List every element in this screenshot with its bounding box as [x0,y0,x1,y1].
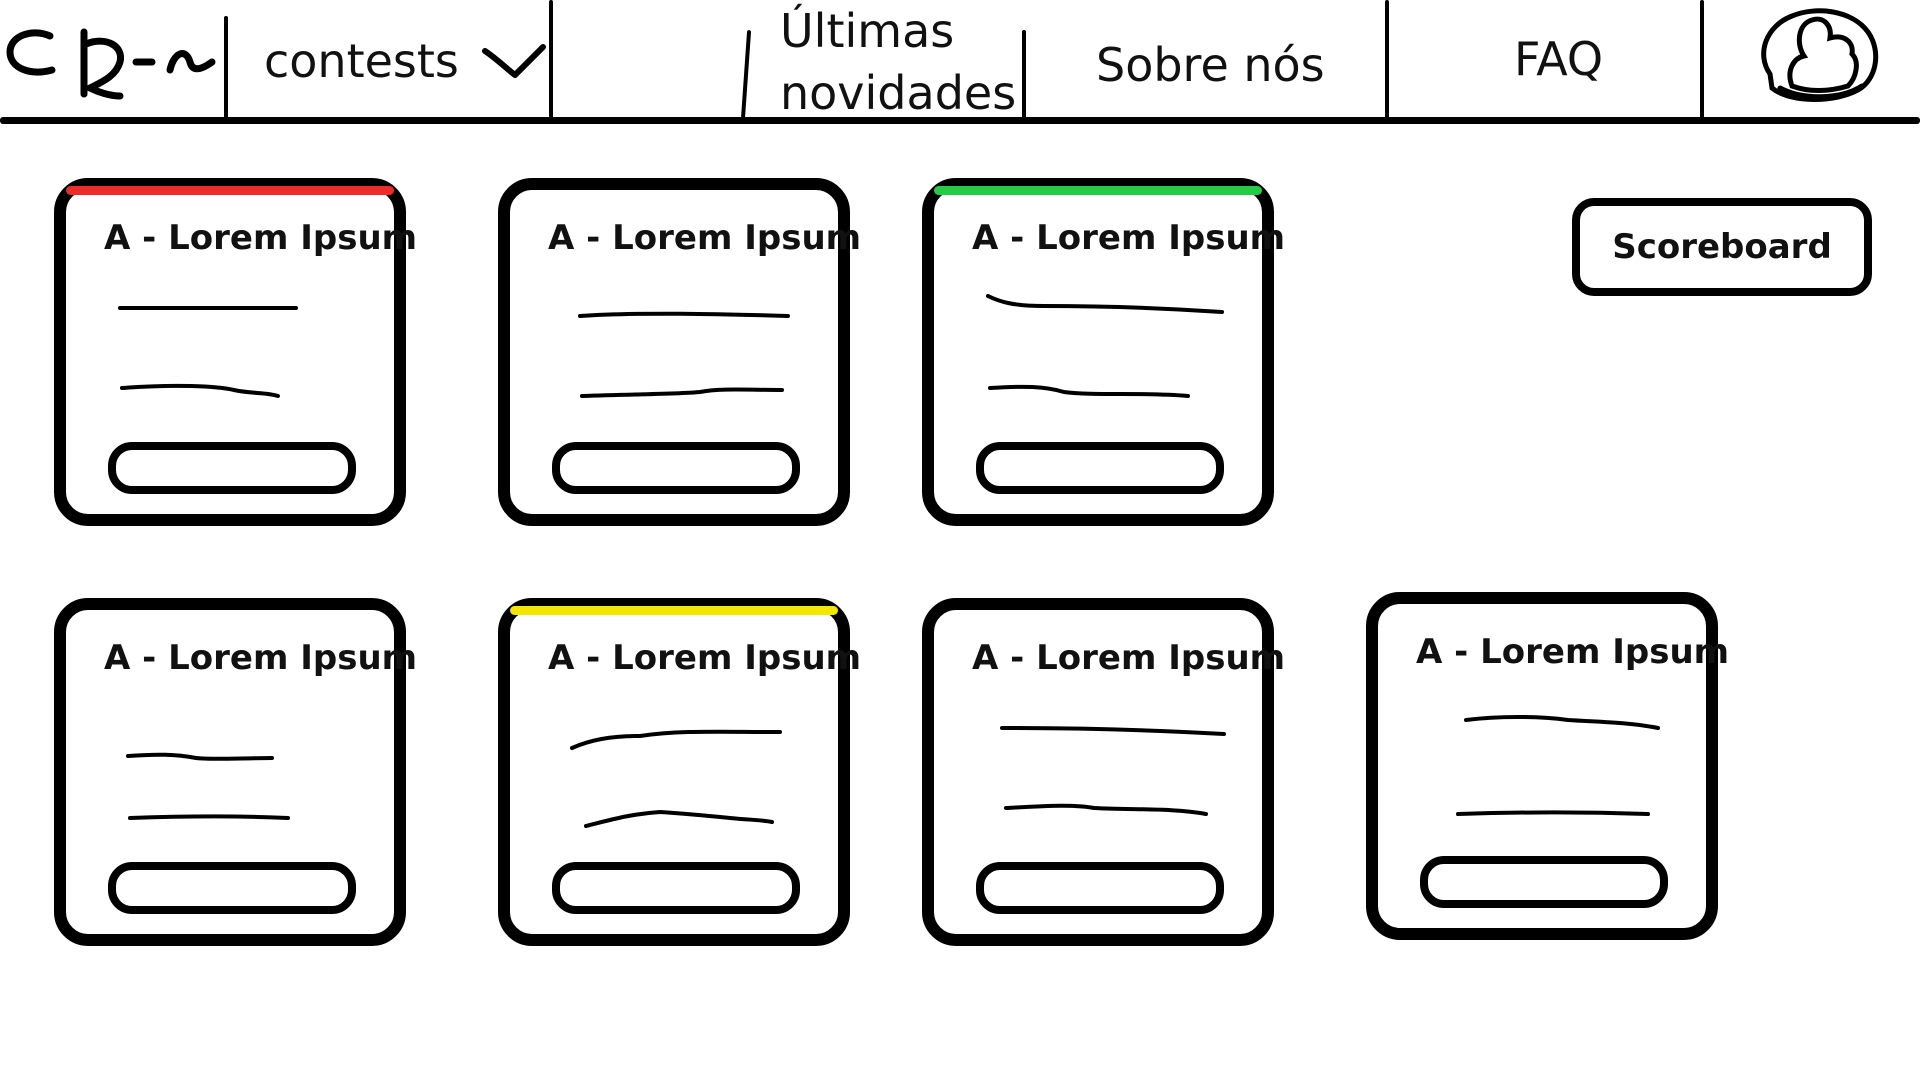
nav-divider [1022,30,1026,120]
card-title: A - Lorem Ipsum [548,638,862,678]
nav-divider [740,29,752,121]
nav-divider [224,16,228,120]
nav-bottom-border [0,117,1920,124]
nav-contests-dropdown[interactable]: contests [264,32,547,91]
nav-about-us[interactable]: Sobre nós [1096,38,1325,92]
handwritten-logo-icon[interactable] [2,22,220,112]
card-action-button[interactable] [108,442,356,494]
contest-card[interactable]: A - Lorem Ipsum [498,598,861,946]
card-title: A - Lorem Ipsum [972,638,1286,678]
card-title: A - Lorem Ipsum [104,218,418,258]
card-title: A - Lorem Ipsum [972,218,1286,258]
contest-card[interactable]: A - Lorem Ipsum [922,598,1285,946]
contest-card[interactable]: A - Lorem Ipsum [54,598,417,946]
nav-divider [1385,0,1389,120]
card-action-button[interactable] [976,862,1224,914]
contest-card[interactable]: A - Lorem Ipsum [54,178,417,526]
card-status-accent [934,186,1262,195]
card-action-button[interactable] [108,862,356,914]
card-action-button[interactable] [552,862,800,914]
nav-latest-news-line1: Últimas [780,4,955,58]
user-avatar-icon[interactable] [1752,4,1882,112]
contest-card[interactable]: A - Lorem Ipsum [922,178,1285,526]
scoreboard-button[interactable]: Scoreboard [1572,198,1872,296]
card-action-button[interactable] [552,442,800,494]
card-status-accent [66,186,394,195]
contest-card[interactable]: A - Lorem Ipsum [1366,592,1729,940]
nav-contests-label: contests [264,34,459,88]
card-title: A - Lorem Ipsum [104,638,418,678]
card-title: A - Lorem Ipsum [1416,632,1730,672]
top-navbar: contests Últimas novidades Sobre nós FAQ [0,0,1920,130]
chevron-down-icon [481,44,546,80]
contest-card[interactable]: A - Lorem Ipsum [498,178,861,526]
nav-divider [1700,0,1704,120]
card-status-accent [510,606,838,615]
card-action-button[interactable] [976,442,1224,494]
nav-latest-news[interactable]: Últimas novidades [780,0,1017,124]
nav-latest-news-line2: novidades [780,66,1017,120]
card-action-button[interactable] [1420,856,1668,908]
card-title: A - Lorem Ipsum [548,218,862,258]
nav-divider [549,0,553,120]
nav-faq[interactable]: FAQ [1514,32,1604,86]
